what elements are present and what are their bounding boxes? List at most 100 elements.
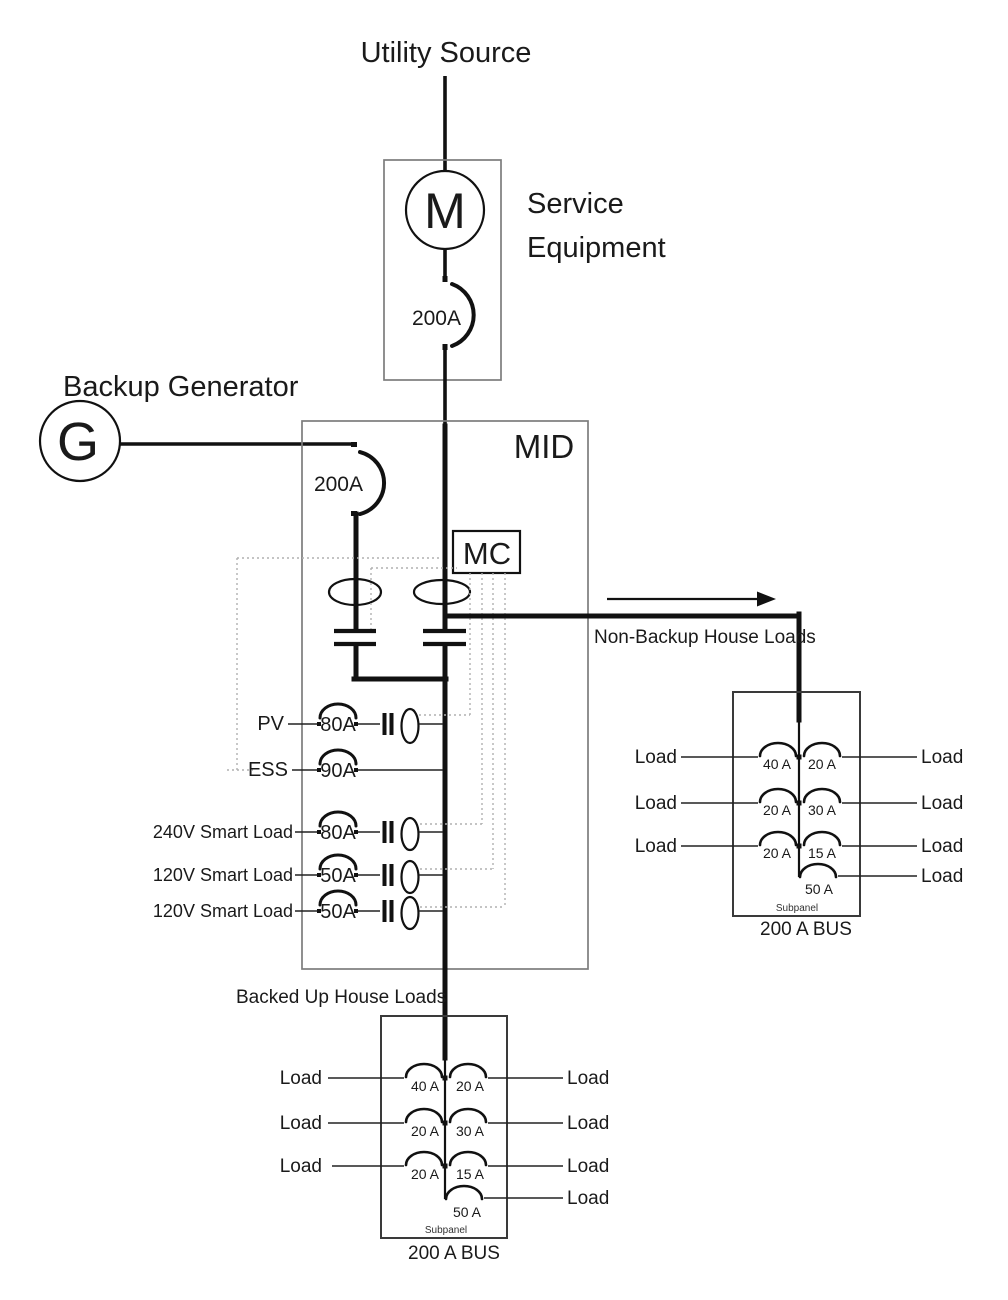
pv-label: PV [257,713,284,735]
bus-junction-dot [442,1163,448,1169]
smart120b-coil-icon [400,895,420,931]
breaker-arc-icon [758,741,798,758]
smart120b-breaker-arc-icon [318,889,358,907]
breaker-rating: 40 A [411,1078,440,1094]
ess-breaker-rating: 90A [320,760,356,782]
dot [317,830,321,834]
mc-label: MC [463,536,511,571]
service-breaker-rating: 200A [412,307,461,330]
mc-box [451,529,522,575]
bus-rating-label: 200 A BUS [408,1243,500,1264]
breaker-arc-icon [448,1062,488,1079]
service-equipment-label-line2: Equipment [527,232,666,264]
breaker-arc-icon [448,1150,488,1167]
load-label: Load [921,747,963,768]
contactor-coil-utility-icon [412,578,472,606]
arrow-head-icon [757,591,776,607]
backed-up-feed: Backed Up House Loads [236,987,446,1008]
load-label: Load [567,1068,609,1089]
dot [317,873,321,877]
breaker-arc-icon [448,1107,488,1124]
contactor-contact-generator-icon [334,628,376,647]
pv-breaker-rating: 80A [320,714,356,736]
branch-smart240: 240V Smart Load 80A [153,810,443,852]
breaker-rating: 20 A [763,802,792,818]
load-label: Load [635,793,677,814]
load-label: Load [567,1188,609,1209]
generator-breaker-rating: 200A [314,473,363,496]
load-label: Load [921,793,963,814]
dot [354,768,358,772]
smart120a-breaker-rating: 50A [320,865,356,887]
service-breaker-arc-icon [450,282,476,348]
load-label: Load [280,1068,322,1089]
load-label: Load [567,1113,609,1134]
subpanel-name: Subpanel [425,1225,467,1236]
meter-circle-icon [404,169,486,251]
breaker-arc-icon [802,830,842,847]
breaker-gap-dot [442,276,448,282]
contactor-coil-generator-icon [327,577,383,607]
breaker-rating: 20 A [411,1123,440,1139]
breaker-rating: 50 A [453,1204,482,1220]
service-equipment-label-line1: Service [527,188,624,220]
load-label: Load [921,866,963,887]
service-equipment: Service Equipment M 200A [383,159,666,426]
dot [317,722,321,726]
utility-feed: Utility Source [361,37,532,171]
pv-contact-icon [382,713,394,735]
breaker-rating: 30 A [808,802,837,818]
smart240-contact-icon [382,821,394,843]
smart120a-contact-icon [382,864,394,886]
contactor-contact-utility-icon [423,628,466,647]
service-equipment-box [383,159,502,381]
breaker-rating: 20 A [763,845,792,861]
breaker-arc-icon [404,1107,444,1124]
generator-symbol: G [57,412,99,472]
breaker-rating: 15 A [456,1166,485,1182]
breaker-rating: 20 A [456,1078,485,1094]
breaker-arc-icon [798,862,838,879]
load-label: Load [567,1156,609,1177]
generator-breaker-arc-icon [358,450,387,516]
dot [317,909,321,913]
breaker-arc-icon [758,787,798,804]
smart240-breaker-arc-icon [318,810,358,828]
right-subpanel: 40 A 20 A Load Load 20 A 30 A Load Load … [635,691,963,940]
breaker-rating: 20 A [411,1166,440,1182]
smart120a-label: 120V Smart Load [153,865,293,885]
dot [354,722,358,726]
utility-source-label: Utility Source [361,37,532,69]
pv-coil-icon [400,707,420,745]
load-label: Load [280,1113,322,1134]
load-label: Load [635,747,677,768]
smart240-coil-icon [400,816,420,852]
bus-junction-dot [442,1120,448,1126]
branch-smart120b: 120V Smart Load 50A [153,889,443,931]
bottom-subpanel: 40 A 20 A Load Load 20 A 30 A Load Load … [280,1015,609,1264]
breaker-rating: 30 A [456,1123,485,1139]
load-label: Load [280,1156,322,1177]
breaker-rating: 40 A [763,756,792,772]
pv-breaker-arc-icon [318,702,358,720]
smart120b-contact-icon [382,900,394,922]
subpanel-name: Subpanel [776,903,818,914]
backed-up-label: Backed Up House Loads [236,987,446,1008]
branch-ess: ESS 90A [248,748,443,782]
non-backup-feed: Non-Backup House Loads [442,591,816,723]
breaker-rating: 50 A [805,881,834,897]
smart120b-breaker-rating: 50A [320,901,356,923]
bus-junction-dot [442,1075,448,1081]
dot [354,873,358,877]
generator-circle-icon [38,399,122,483]
smart240-breaker-rating: 80A [320,822,356,844]
breaker-rating: 20 A [808,756,837,772]
dot [354,830,358,834]
breaker-gap-dot [442,344,448,350]
smart120a-coil-icon [400,859,420,895]
subpanel-box [732,691,861,917]
bus-junction-dot [796,754,802,760]
subpanel-box [380,1015,508,1239]
ess-label: ESS [248,759,288,781]
breaker-gap-dot [351,442,357,447]
